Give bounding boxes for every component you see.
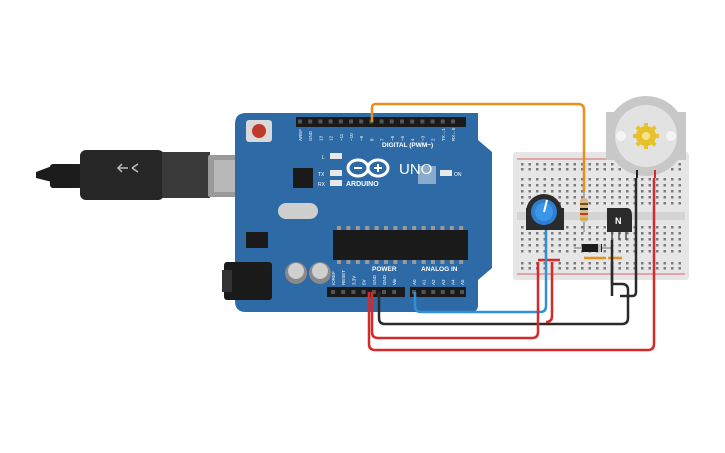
analog-pin-label: A2 [431, 279, 436, 285]
transistor: N [607, 208, 632, 240]
wire-black [377, 240, 630, 326]
analog-pin[interactable] [440, 290, 445, 294]
digital-pin-label: ~6 [390, 135, 395, 141]
led-tx [330, 170, 342, 176]
led-l [330, 153, 342, 159]
usb-cable [36, 150, 270, 200]
led-l-label: L [322, 155, 325, 161]
analog-header-label: ANALOG IN [421, 266, 458, 273]
digital-pin-label: 4 [410, 138, 415, 141]
digital-pin-label: ~9 [359, 135, 364, 141]
analog-pin-label: A4 [450, 279, 455, 285]
analog-pin[interactable] [421, 290, 426, 294]
usb-chip [293, 168, 313, 188]
power-pin-label: GND [382, 274, 387, 285]
usb-icon [116, 163, 139, 173]
analog-pin-label: A5 [460, 279, 465, 285]
digital-pin[interactable] [400, 119, 404, 124]
power-header [327, 287, 405, 297]
analog-pin[interactable] [460, 290, 464, 294]
analog-pin[interactable] [450, 290, 455, 294]
digital-pin[interactable] [338, 119, 343, 124]
analog-pin-label: A3 [441, 279, 446, 285]
power-pin[interactable] [371, 290, 376, 294]
wire-blue [413, 230, 548, 314]
potentiometer[interactable] [526, 194, 564, 230]
analog-pin[interactable] [431, 290, 436, 294]
digital-pin-label: TX→1 [441, 128, 446, 141]
digital-pin[interactable] [349, 119, 353, 124]
digital-pin-label: 8 [369, 138, 374, 141]
digital-pin[interactable] [389, 119, 394, 124]
digital-header-label: DIGITAL (PWM~) [382, 142, 433, 149]
digital-pin-label: 12 [329, 135, 334, 141]
led-rx-label: RX [318, 182, 326, 188]
power-pin-label: GND [372, 274, 377, 285]
board-model: UNO [399, 161, 432, 178]
microcontroller-chip [333, 230, 468, 260]
power-pin[interactable] [331, 290, 335, 294]
wire-orange [370, 102, 586, 192]
gear-icon [633, 123, 659, 149]
digital-pin[interactable] [410, 119, 415, 124]
power-pin[interactable] [351, 290, 356, 294]
digital-pin-label: AREF [298, 129, 303, 141]
digital-pin-label: ~10 [349, 133, 354, 141]
power-pin-label: Vin [392, 278, 397, 285]
arduino-logo-icon [346, 158, 390, 178]
on-led-label: ON [454, 172, 462, 178]
digital-pin-label: RX←0 [451, 127, 456, 141]
led-on [440, 170, 452, 176]
power-header-label: POWER [372, 266, 397, 273]
digital-pin-label: ~11 [339, 133, 344, 141]
power-pin[interactable] [382, 290, 386, 294]
digital-pin-label: ~5 [400, 135, 405, 141]
digital-pin[interactable] [298, 119, 302, 124]
digital-pin[interactable] [420, 119, 425, 124]
transistor-label: N [615, 216, 622, 226]
digital-pin[interactable] [430, 119, 435, 124]
led-tx-label: TX [318, 172, 325, 178]
dc-motor [606, 96, 686, 178]
digital-pin-label: ~3 [420, 135, 425, 141]
wire-red [370, 262, 540, 340]
digital-pin-label: 13 [318, 135, 323, 141]
digital-pin[interactable] [328, 119, 333, 124]
power-pin-label: IOREF [331, 271, 336, 285]
power-pin-label: 5V [362, 279, 367, 285]
power-pin[interactable] [392, 290, 397, 294]
diode [574, 244, 612, 252]
digital-pin[interactable] [451, 119, 455, 124]
wire-red-motor [367, 178, 656, 352]
analog-pin-label: A0 [412, 279, 417, 285]
arduino-board: UNO ARDUINO DIGITAL (PWM~) POWER ANALOG … [222, 113, 492, 312]
digital-pin[interactable] [318, 119, 323, 124]
digital-pin[interactable] [440, 119, 445, 124]
power-pin[interactable] [341, 290, 346, 294]
analog-pin-label: A1 [422, 279, 427, 285]
crystal [278, 203, 318, 219]
digital-pin[interactable] [308, 119, 313, 124]
power-pin[interactable] [361, 290, 366, 294]
power-pin-label: RESET [341, 270, 346, 285]
analog-header [410, 287, 466, 297]
digital-pin[interactable] [359, 119, 364, 124]
resistor [580, 192, 588, 232]
power-jack [224, 262, 272, 300]
digital-pin[interactable] [379, 119, 384, 124]
board-brand: ARDUINO [346, 181, 379, 188]
digital-pin-label: GND [308, 130, 313, 141]
power-pin-label: 3.3V [351, 276, 356, 285]
wires [367, 102, 656, 352]
digital-pin-label: 2 [431, 138, 436, 141]
digital-pin-label: 7 [380, 138, 385, 141]
led-rx [330, 180, 342, 186]
